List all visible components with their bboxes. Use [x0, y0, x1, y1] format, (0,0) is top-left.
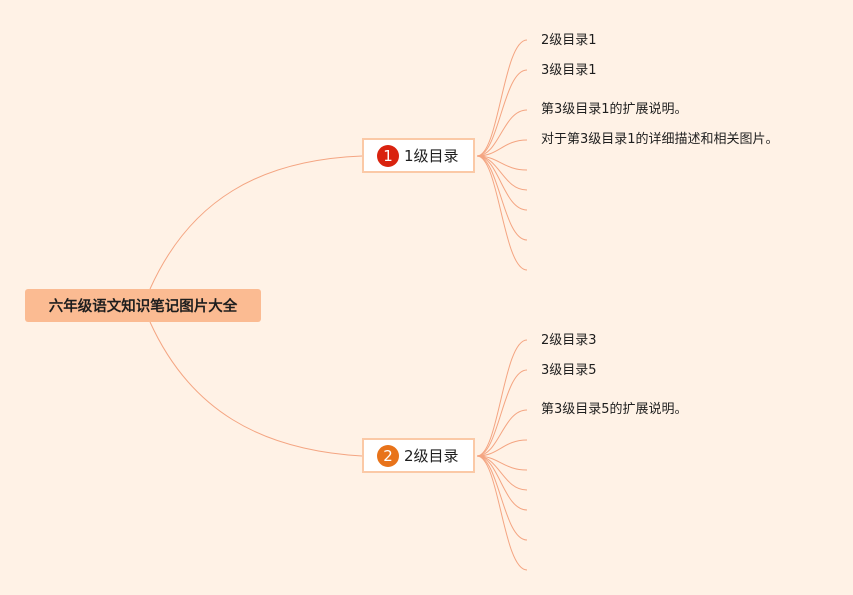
priority-1-icon: 1 — [377, 144, 399, 167]
branch-2-leaf-line — [476, 339, 528, 457]
branch-2-leaf-line — [476, 455, 528, 571]
priority-2-icon: 2 — [377, 444, 399, 467]
branch-1-leaf-line — [476, 39, 528, 157]
branch-2-leaf-line — [476, 409, 528, 457]
root-to-branch-1-line — [149, 155, 363, 290]
leaf-topic[interactable]: 3级目录5 — [541, 363, 597, 378]
branch-2-leaf-line — [476, 369, 528, 457]
branch-topic-2[interactable]: 2 2级目录 — [362, 438, 475, 473]
leaf-topic[interactable]: 2级目录3 — [541, 333, 597, 348]
branch-2-leaf-line — [476, 455, 528, 541]
root-topic[interactable]: 六年级语文知识笔记图片大全 — [25, 289, 261, 322]
leaf-topic[interactable]: 3级目录1 — [541, 63, 597, 78]
root-to-branch-2-line — [149, 321, 363, 457]
leaf-topic[interactable]: 对于第3级目录1的详细描述和相关图片。 — [541, 132, 779, 147]
branch-1-leaf-line — [476, 155, 528, 241]
branch-1-leaf-line — [476, 139, 528, 157]
branch-1-leaf-line — [476, 109, 528, 157]
branch-1-leaf-line — [476, 155, 528, 271]
leaf-topic[interactable]: 2级目录1 — [541, 33, 597, 48]
branch-label: 1级目录 — [404, 147, 459, 165]
leaf-topic[interactable]: 第3级目录5的扩展说明。 — [541, 402, 688, 417]
branch-1-leaf-line — [476, 155, 528, 211]
branch-topic-1[interactable]: 1 1级目录 — [362, 138, 475, 173]
branch-label: 2级目录 — [404, 447, 459, 465]
leaf-topic[interactable]: 第3级目录1的扩展说明。 — [541, 102, 688, 117]
branch-2-leaf-line — [476, 455, 528, 511]
branch-1-leaf-line — [476, 69, 528, 157]
branch-2-leaf-line — [476, 439, 528, 457]
